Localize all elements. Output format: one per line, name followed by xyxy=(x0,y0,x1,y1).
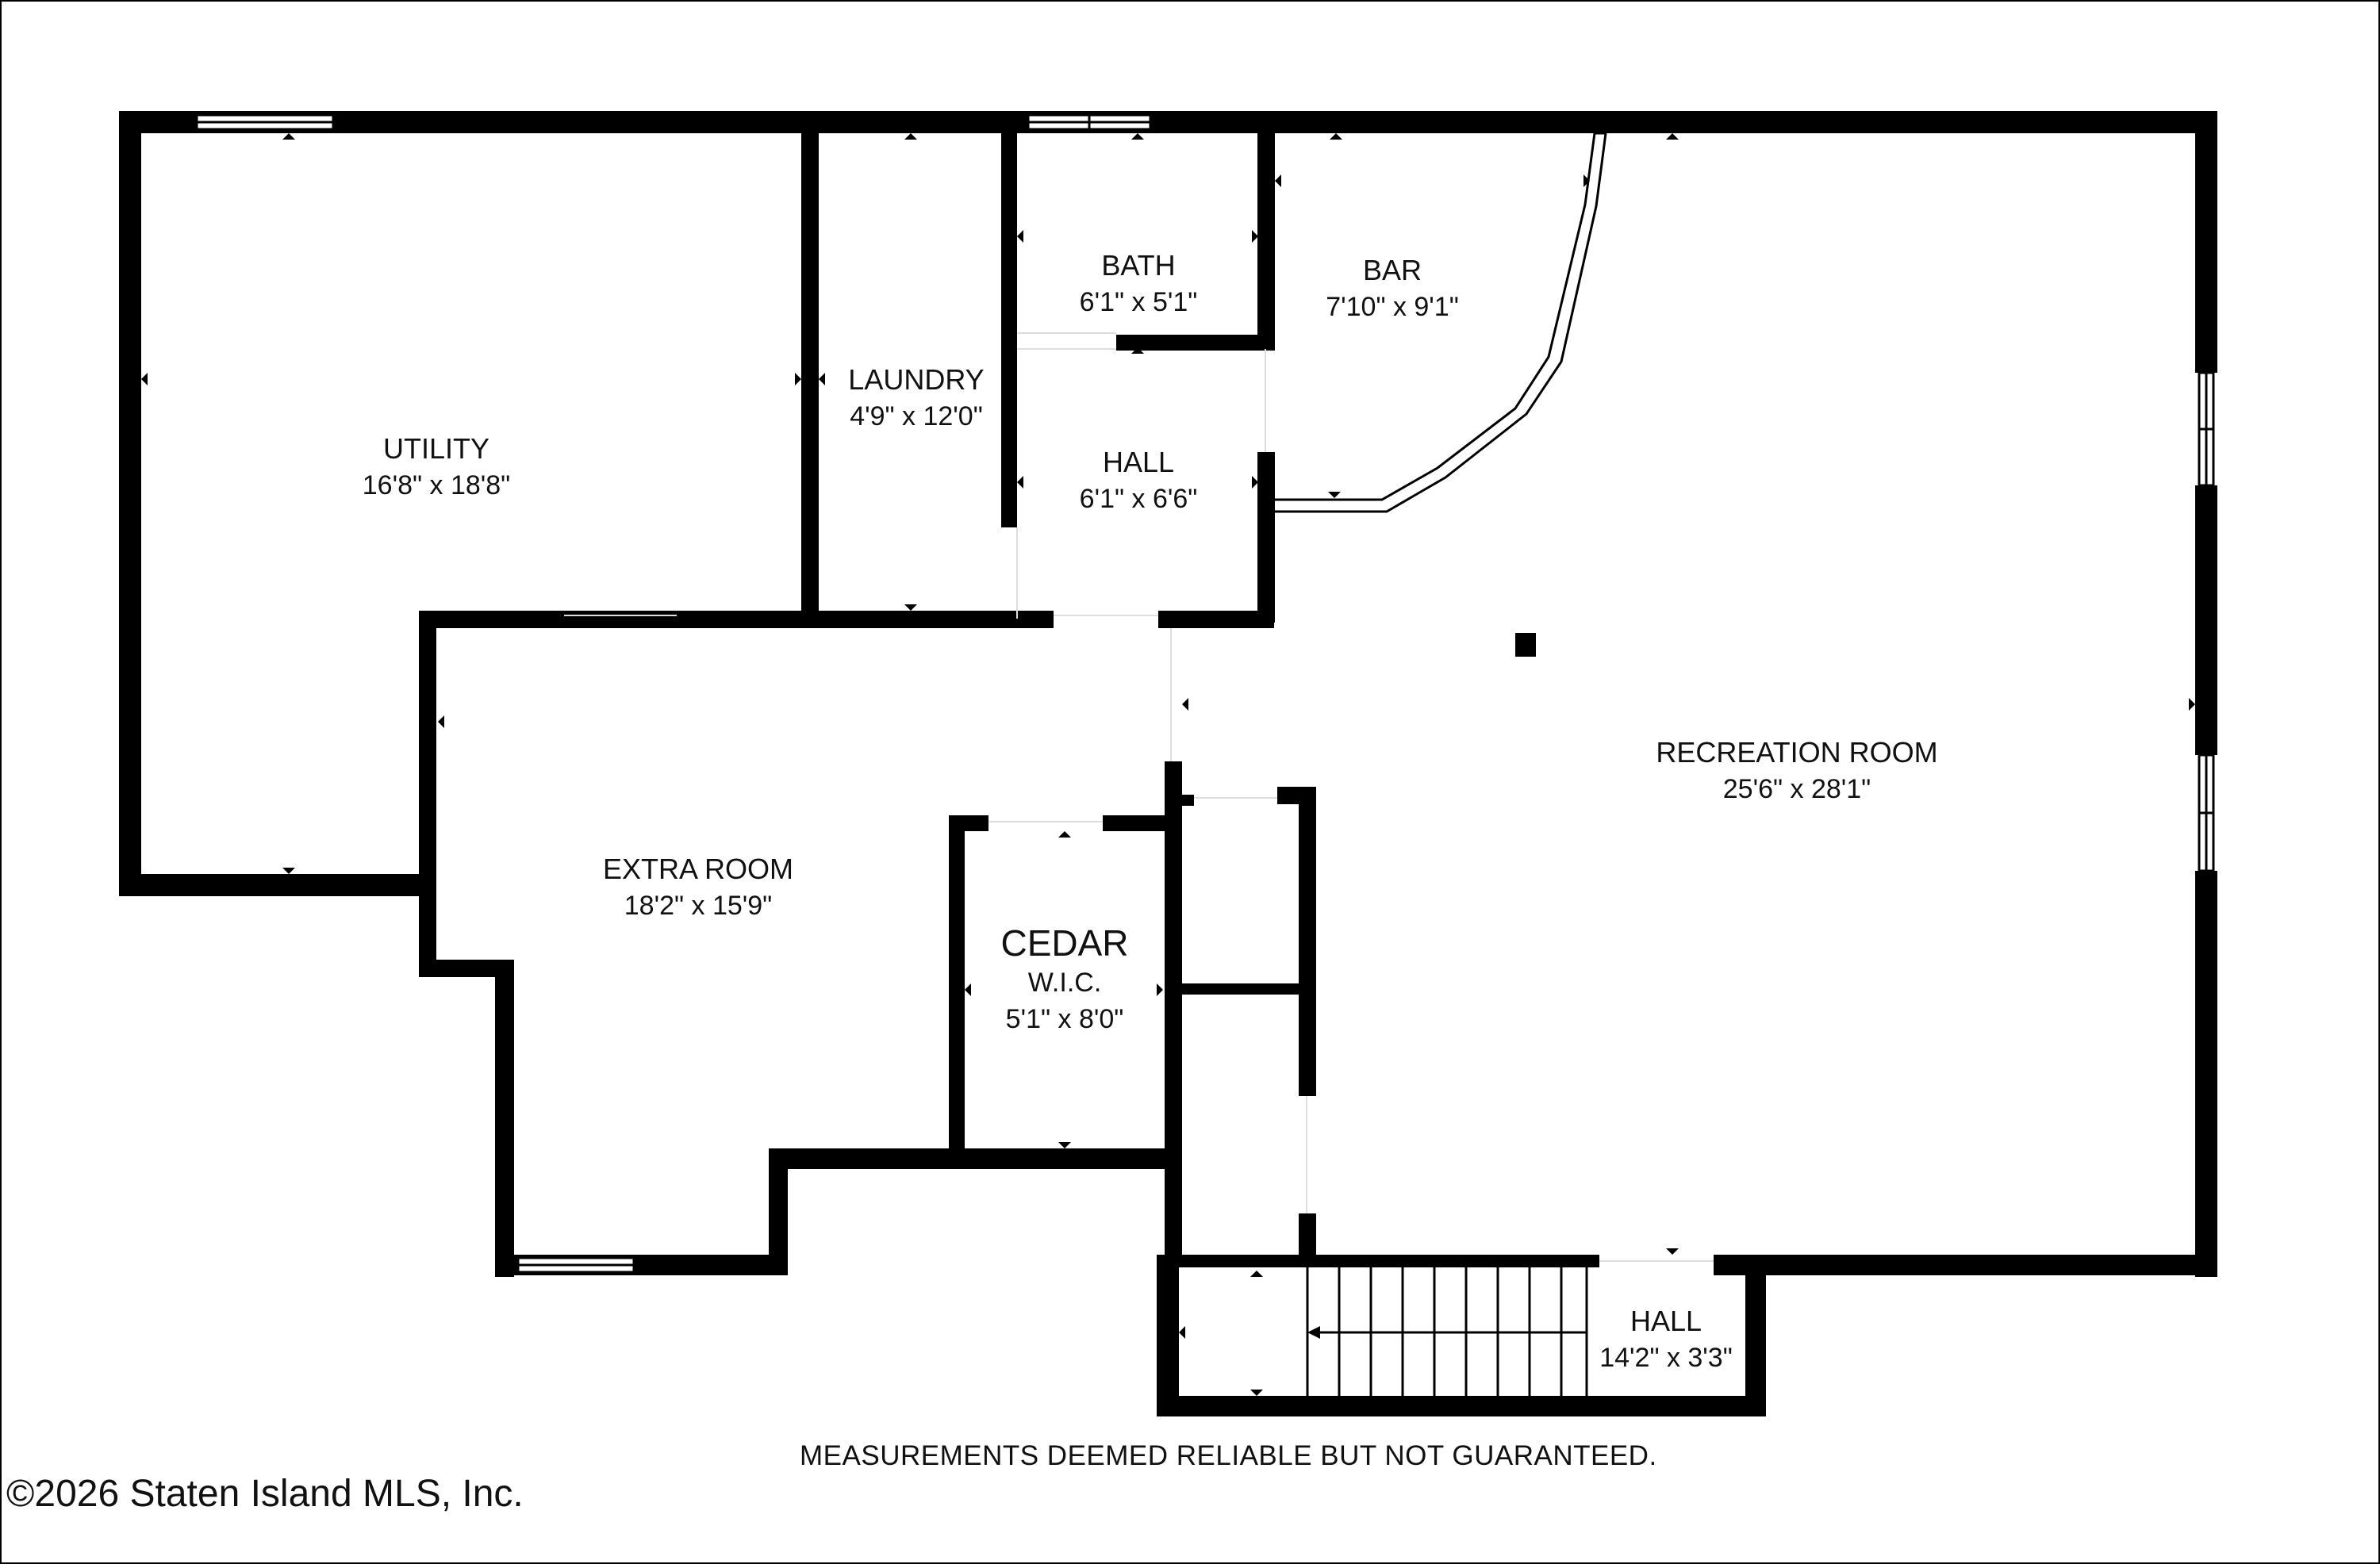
room-name: HALL xyxy=(1102,446,1175,478)
room-hall-lower: HALL 14'2" x 3'3" xyxy=(1587,1303,1745,1376)
wall-right-lower xyxy=(2195,871,2217,1277)
wall-cedar-bottom xyxy=(769,1148,1165,1169)
room-dimensions: 6'1" x 6'6" xyxy=(1079,484,1198,514)
room-extra: EXTRA ROOM 18'2" x 15'9" xyxy=(571,851,825,924)
wall-hall-bottom-right xyxy=(1158,611,1274,628)
room-cedar-wic: CEDAR W.I.C. 5'1" x 8'0" xyxy=(965,922,1165,1037)
walls xyxy=(119,111,2217,1416)
room-name: BATH xyxy=(1101,249,1176,282)
room-name: HALL xyxy=(1630,1305,1702,1337)
room-name: UTILITY xyxy=(382,432,489,465)
room-dimensions: 16'8" x 18'8" xyxy=(362,470,511,500)
wall-closet-right xyxy=(1299,787,1316,1096)
wall-extra-left-lower xyxy=(495,960,514,1277)
wall-extra-step-right xyxy=(769,1148,788,1275)
room-name: EXTRA ROOM xyxy=(602,853,794,885)
openings xyxy=(564,332,1714,1262)
wall-closet-top xyxy=(1182,795,1194,806)
wall-laundry-bath xyxy=(1001,119,1017,527)
wall-rec-bottom xyxy=(1714,1255,2217,1275)
wall-lowerhall-right xyxy=(1745,1261,1766,1416)
room-utility: UTILITY 16'8" x 18'8" xyxy=(317,431,555,504)
room-dimensions: 4'9" x 12'0" xyxy=(850,401,983,431)
room-bar: BAR 7'10" x 9'1" xyxy=(1301,252,1484,325)
wall-closet-right-lower xyxy=(1299,1213,1316,1261)
room-dimensions: 7'10" x 9'1" xyxy=(1326,292,1459,322)
wall-hall-bottom-left xyxy=(800,611,1054,628)
wall-extra-step xyxy=(419,960,514,977)
wall-lowerhall-bottom xyxy=(1157,1396,1766,1416)
wall-center-vertical xyxy=(1165,761,1182,1261)
wall-hall-right xyxy=(1257,452,1275,623)
wall-extra-left-upper xyxy=(419,611,436,976)
room-name: CEDAR xyxy=(1000,922,1129,964)
copyright-notice: ©2026 Staten Island MLS, Inc. xyxy=(6,1473,524,1515)
room-dimensions: 5'1" x 8'0" xyxy=(1005,1004,1124,1034)
windows xyxy=(195,113,2215,1274)
wall-laundry-left xyxy=(801,119,819,623)
wall-right-mid xyxy=(2195,485,2217,755)
wall-cedar-top-left xyxy=(949,815,988,831)
room-dimensions: 25'6" x 28'1" xyxy=(1722,774,1871,804)
wall-closet-mid xyxy=(1182,983,1309,995)
wall-lowerhall-top-right xyxy=(1714,1255,1766,1275)
room-name: LAUNDRY xyxy=(848,363,985,396)
room-name: BAR xyxy=(1362,254,1422,286)
wall-utility-bottom xyxy=(119,874,436,896)
wall-left xyxy=(119,111,141,896)
room-name: RECREATION ROOM xyxy=(1656,736,1938,769)
wall-top xyxy=(119,111,2217,133)
room-dimensions: 6'1" x 5'1" xyxy=(1079,287,1198,317)
wall-bath-bottom xyxy=(1116,335,1275,351)
measurements-disclaimer: MEASUREMENTS DEEMED RELIABLE BUT NOT GUA… xyxy=(800,1440,1657,1471)
wall-cedar-top-right xyxy=(1103,815,1173,831)
stairs xyxy=(1306,1267,1588,1396)
wall-lowerhall-left xyxy=(1157,1255,1179,1413)
wall-rec-bottom-left xyxy=(1165,1255,1599,1267)
room-bath: BATH 6'1" x 5'1" xyxy=(1031,247,1246,320)
stairs-arrow xyxy=(1307,1326,1320,1339)
room-hall-upper: HALL 6'1" x 6'6" xyxy=(1031,444,1246,517)
room-dimensions: 18'2" x 15'9" xyxy=(624,891,773,921)
wall-right xyxy=(2195,111,2217,373)
room-recreation: RECREATION ROOM 25'6" x 28'1" xyxy=(1603,734,1991,807)
support-column xyxy=(1515,633,1536,657)
wall-utility-extra xyxy=(419,611,800,628)
room-subtitle: W.I.C. xyxy=(1027,968,1102,998)
wall-bath-right xyxy=(1257,119,1275,349)
bar-counter xyxy=(1275,132,1607,513)
dimension-ticks xyxy=(141,133,2195,1396)
wall-cedar-left xyxy=(949,815,965,1156)
room-dimensions: 14'2" x 3'3" xyxy=(1599,1343,1733,1373)
room-laundry: LAUNDRY 4'9" x 12'0" xyxy=(825,362,1008,435)
